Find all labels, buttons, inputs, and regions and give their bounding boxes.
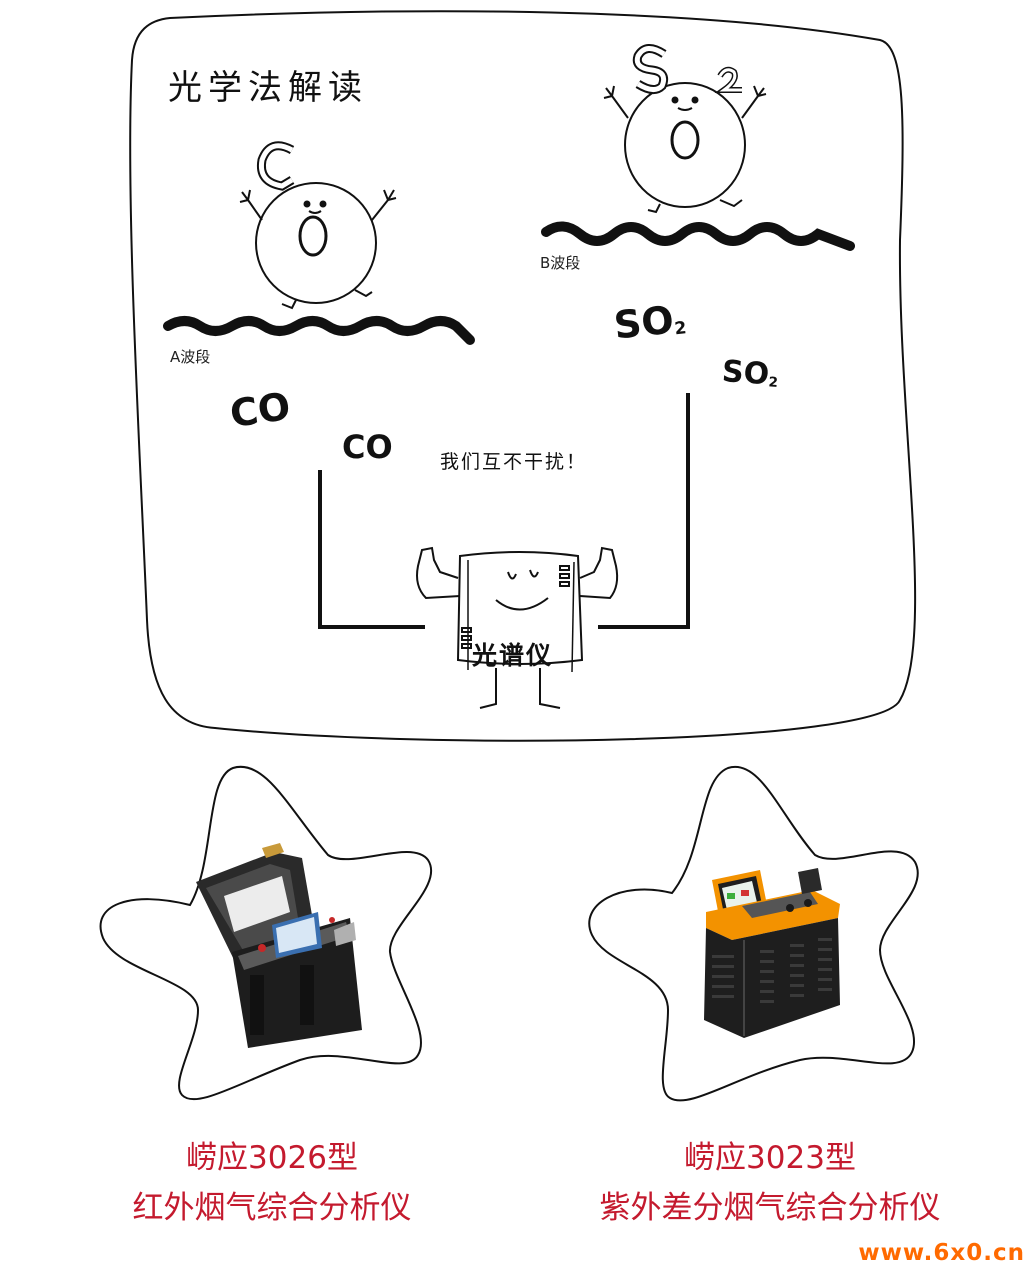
mascot-label: 光谱仪 — [472, 641, 554, 670]
band-b-label: B波段 — [540, 254, 581, 272]
panel-title: 光学法解读 — [168, 68, 368, 108]
product-description-left: 红外烟气综合分析仪 — [132, 1190, 412, 1226]
uv-analyzer-device-image — [704, 868, 840, 1038]
gas-co-label-2: CO — [342, 428, 393, 466]
panel-border — [129, 10, 917, 742]
speech-text: 我们互不干扰！ — [440, 451, 588, 473]
star-frame-right — [588, 765, 919, 1102]
sulfur-character — [603, 44, 767, 214]
star-frame-left — [99, 765, 432, 1101]
band-a-label: A波段 — [170, 348, 211, 366]
spectrometer-mascot — [416, 546, 619, 709]
container-right — [598, 393, 690, 629]
gas-co-label-1: CO — [227, 384, 293, 436]
gas-so2-label-2: SO2 — [720, 354, 779, 393]
container-left — [318, 470, 425, 629]
watermark-text: www.6x0.cn — [858, 1240, 1025, 1266]
product-description-right: 紫外差分烟气综合分析仪 — [599, 1190, 941, 1226]
product-model-right: 崂应3023型 — [684, 1140, 856, 1176]
product-model-left: 崂应3026型 — [186, 1140, 358, 1176]
carbon-character — [239, 141, 397, 310]
wave-b — [541, 221, 855, 251]
infrared-analyzer-device-image — [196, 843, 362, 1048]
gas-so2-label-1: SO2 — [611, 297, 688, 348]
wave-a — [163, 316, 475, 345]
